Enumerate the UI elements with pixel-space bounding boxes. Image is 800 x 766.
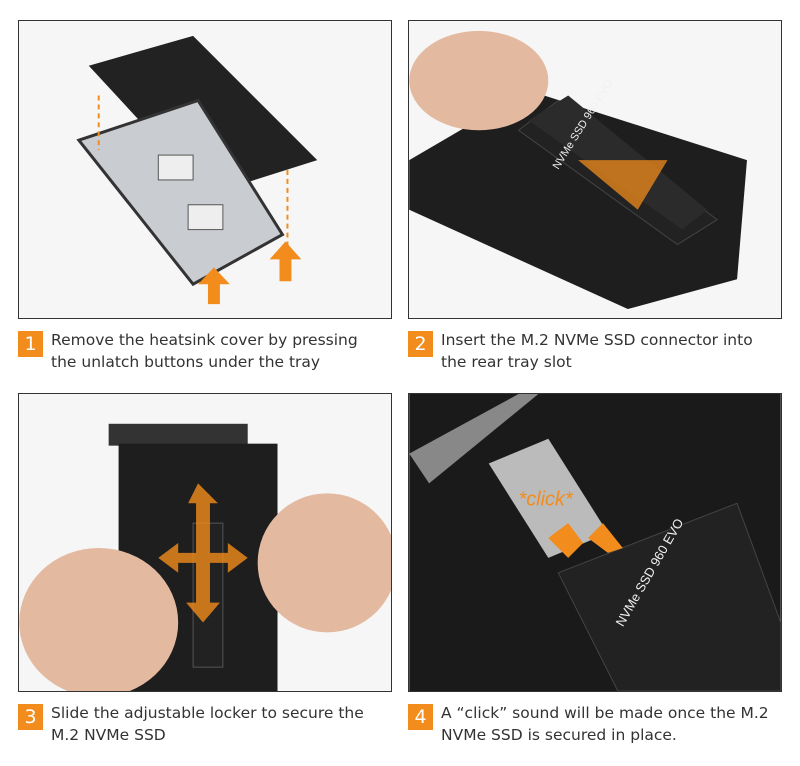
step-instruction: Remove the heatsink cover by pressing th… <box>51 331 358 371</box>
step-instruction: Slide the adjustable locker to secure th… <box>51 704 364 744</box>
step-1-photo <box>18 20 392 319</box>
step-instruction: Insert the M.2 NVMe SSD connector into t… <box>441 331 753 371</box>
step-1: 1 Remove the heatsink cover by pressing … <box>18 330 381 373</box>
step-number-badge: 3 <box>18 704 43 730</box>
click-callout: *click* <box>519 488 574 510</box>
step-4: 4 A “click” sound will be made once the … <box>408 703 771 746</box>
step-2-photo: NVMe SSD 960 EVO <box>408 20 782 319</box>
step-2: 2 Insert the M.2 NVMe SSD connector into… <box>408 330 771 373</box>
step-number-badge: 2 <box>408 331 433 357</box>
step-number-badge: 4 <box>408 704 433 730</box>
step-instruction: A “click” sound will be made once the M.… <box>441 704 769 744</box>
step-number-badge: 1 <box>18 331 43 357</box>
step-3-photo <box>18 393 392 692</box>
step-3: 3 Slide the adjustable locker to secure … <box>18 703 381 746</box>
step-4-photo: NVMe SSD 960 EVO *click* <box>408 393 782 692</box>
